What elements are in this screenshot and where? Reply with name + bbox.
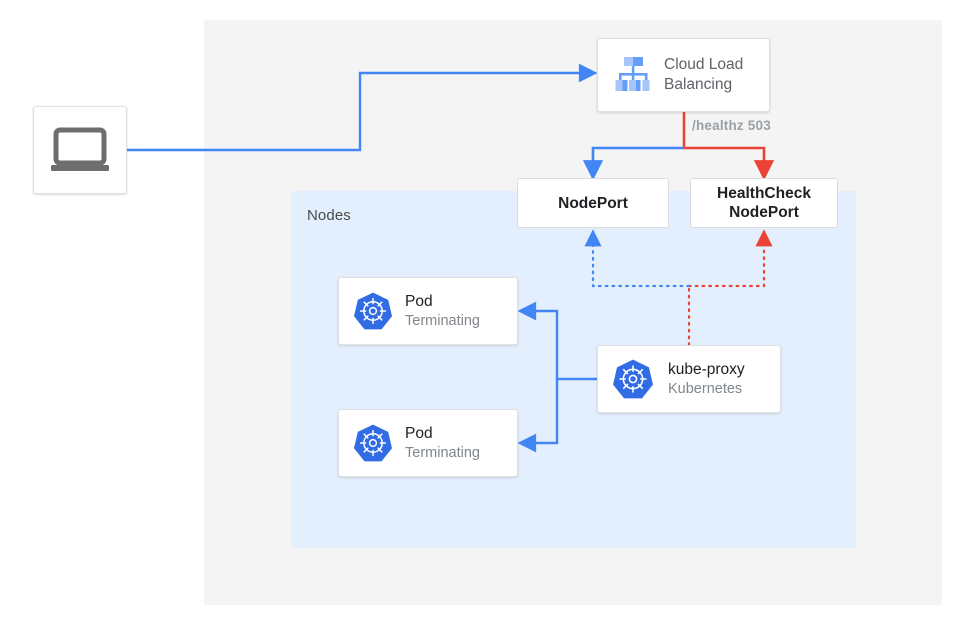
client-card[interactable] bbox=[33, 106, 127, 194]
kube-proxy-text: kube-proxy Kubernetes bbox=[668, 360, 745, 399]
kube-proxy-card[interactable]: kube-proxy Kubernetes bbox=[597, 345, 781, 413]
clb-line-2: Balancing bbox=[664, 76, 733, 93]
healthcheck-nodeport-card[interactable]: HealthCheck NodePort bbox=[690, 178, 838, 228]
cloud-load-balancing-icon bbox=[615, 57, 650, 91]
healthcheck-nodeport-label: HealthCheck NodePort bbox=[717, 184, 811, 222]
healthz-edge-label: /healthz 503 bbox=[692, 118, 771, 133]
clb-line-1: Cloud Load bbox=[664, 56, 744, 73]
cloud-load-balancing-card[interactable]: Cloud Load Balancing bbox=[597, 38, 770, 112]
cloud-load-balancing-label: Cloud Load Balancing bbox=[664, 55, 743, 95]
pod-text: Pod Terminating bbox=[405, 424, 480, 463]
edge-kube-proxy-to-nodeport bbox=[584, 229, 691, 288]
nodeport-card[interactable]: NodePort bbox=[517, 178, 669, 228]
pod-name: Pod bbox=[405, 292, 433, 310]
edge-kube-proxy-to-pod-1 bbox=[517, 301, 597, 381]
pod-card[interactable]: Pod Terminating bbox=[338, 409, 518, 477]
kubernetes-icon bbox=[354, 424, 392, 462]
laptop-icon bbox=[51, 127, 109, 171]
kubernetes-icon bbox=[613, 359, 653, 399]
pod-status: Terminating bbox=[405, 312, 480, 329]
hc-nodeport-line-2: NodePort bbox=[729, 204, 799, 221]
nodeport-label: NodePort bbox=[558, 194, 628, 212]
kube-proxy-product: Kubernetes bbox=[668, 380, 743, 397]
pod-name: Pod bbox=[405, 424, 433, 442]
hc-nodeport-line-1: HealthCheck bbox=[717, 185, 811, 202]
edge-load-balancer-to-healthcheck-nodeport bbox=[684, 146, 775, 181]
kube-proxy-name: kube-proxy bbox=[668, 360, 745, 378]
edge-load-balancer-to-nodeport bbox=[582, 146, 684, 181]
nodes-zone-label: Nodes bbox=[307, 207, 351, 224]
kubernetes-icon bbox=[354, 292, 392, 330]
pod-status: Terminating bbox=[405, 444, 480, 461]
edge-client-to-load-balancer bbox=[127, 63, 598, 152]
edge-kube-proxy-to-healthcheck-nodeport bbox=[687, 229, 773, 288]
pod-text: Pod Terminating bbox=[405, 292, 480, 331]
pod-card[interactable]: Pod Terminating bbox=[338, 277, 518, 345]
edge-kube-proxy-to-pod-2 bbox=[517, 379, 559, 453]
